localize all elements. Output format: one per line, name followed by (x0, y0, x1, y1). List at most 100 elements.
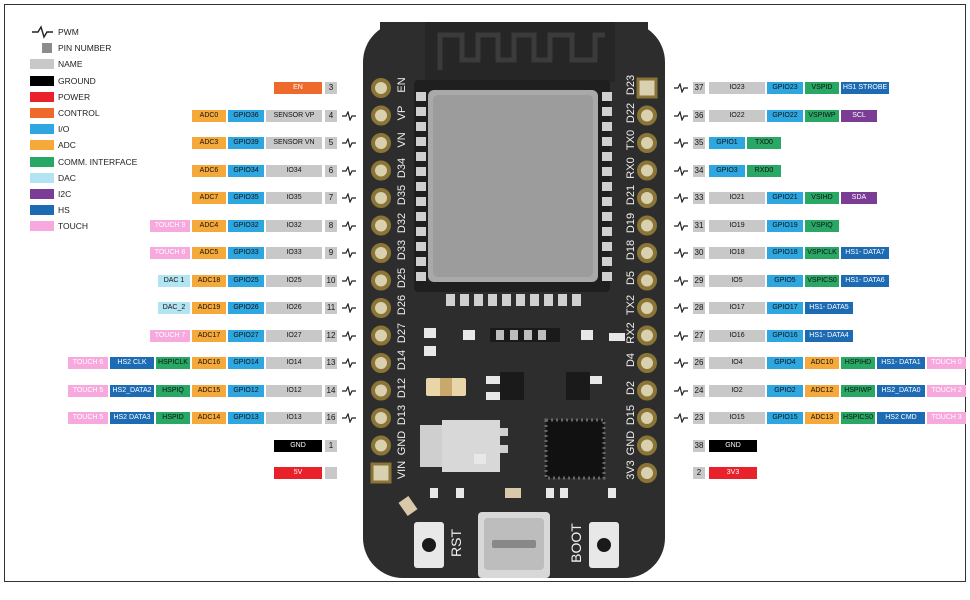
pin-number: 37 (693, 82, 705, 94)
pin-number: 23 (693, 412, 705, 424)
pin-label-adc: ADC19 (192, 302, 226, 314)
pin-label-io: GPIO27 (228, 329, 264, 342)
pin-label-adc: ADC0 (192, 109, 226, 122)
pin-label-comm: HSPIHD (841, 357, 875, 369)
header-pin (637, 188, 657, 208)
diagram-frame (4, 4, 966, 582)
pin-label-name: IO22 (709, 109, 765, 122)
legend-swatch (30, 205, 54, 216)
pin-label-power: 3V3 (709, 467, 757, 479)
pin-label-hs: HS1- DATA5 (805, 302, 853, 314)
pwm-icon (342, 413, 356, 423)
header-pin (636, 77, 658, 99)
pin-label-ground: GND (274, 439, 322, 452)
legend-swatch (30, 221, 54, 232)
header-pin (637, 325, 657, 346)
pin-label-touch: TOUCH 2 (927, 384, 966, 397)
pin-label-io: GPIO34 (228, 164, 264, 177)
antenna-area (425, 22, 615, 82)
antenna-trace (437, 32, 605, 70)
pin-label-name: SENSOR VN (266, 137, 322, 149)
pin-label-comm: TXD0 (747, 137, 781, 149)
pin-label-io: GPIO26 (228, 302, 264, 314)
pin-number: 12 (325, 329, 337, 342)
header-pin (637, 160, 657, 181)
pwm-icon (674, 83, 688, 93)
pin-number: 29 (693, 274, 705, 287)
pin-number: 27 (693, 329, 705, 342)
pin-label-adc: ADC6 (192, 164, 226, 177)
pin-number: 28 (693, 302, 705, 314)
pin-number: 11 (325, 302, 337, 314)
header-pin (371, 353, 391, 373)
module-castellations (416, 92, 612, 306)
pin-label-dac: DAC_2 (158, 302, 190, 314)
pwm-icon (342, 330, 356, 341)
pin-label-dac: DAC 1 (158, 274, 190, 287)
pwm-icon (342, 193, 356, 203)
pin-label-io: GPIO39 (228, 137, 264, 149)
pin-number: 30 (693, 247, 705, 259)
legend-label: POWER (58, 91, 91, 102)
pin-label-adc: ADC14 (192, 412, 226, 424)
pin-label-hs: HS2_DATA2 (110, 384, 154, 397)
pin-label-touch: TOUCH 3 (927, 412, 966, 424)
pin-label-name: IO17 (709, 302, 765, 314)
pin-label-io: GPIO3 (709, 164, 745, 177)
pwm-icon (342, 385, 356, 396)
pwm-icon (674, 358, 688, 368)
legend-label: COMM. INTERFACE (58, 156, 138, 167)
legend-label: NAME (58, 59, 83, 70)
pin-label-comm: HSPICS0 (841, 412, 875, 424)
legend-label: CONTROL (58, 107, 100, 118)
legend-swatch (30, 59, 54, 70)
legend-swatch (30, 75, 54, 86)
pin-label-io: GPIO17 (767, 302, 803, 314)
pin-label-name: IO18 (709, 247, 765, 259)
pin-label-i2c: SCL (841, 109, 877, 122)
pin-label-name: SENSOR VP (266, 109, 322, 122)
pin-label-touch: TOUCH 0 (927, 357, 966, 369)
header-pin (371, 243, 391, 263)
boot-label: BOOT (568, 523, 584, 563)
legend-swatch (30, 156, 54, 167)
pin-label-hs: HS1- DATA6 (841, 274, 889, 287)
legend-swatch (30, 172, 54, 183)
smd-component (424, 328, 436, 338)
legend-label: I2C (58, 188, 72, 199)
header-pin (637, 463, 657, 483)
pin-label-comm: VSPICLK (805, 247, 839, 259)
header-pin (371, 160, 391, 181)
pwm-icon (342, 303, 356, 313)
pin-number: 7 (325, 192, 337, 204)
pin-label-io: GPIO19 (767, 219, 803, 232)
pin-number: 16 (325, 412, 337, 424)
pin-number: 5 (325, 137, 337, 149)
header-pin (637, 243, 657, 263)
pin-label-comm: VSPID (805, 82, 839, 94)
pin-label-touch: TOUCH 5 (68, 384, 108, 397)
pwm-icon (342, 275, 356, 286)
pwm-icon (674, 385, 688, 396)
legend-swatch (30, 107, 54, 118)
pin-label-io: GPIO4 (767, 357, 803, 369)
pin-label-hs: HS2 CMD (877, 412, 925, 424)
